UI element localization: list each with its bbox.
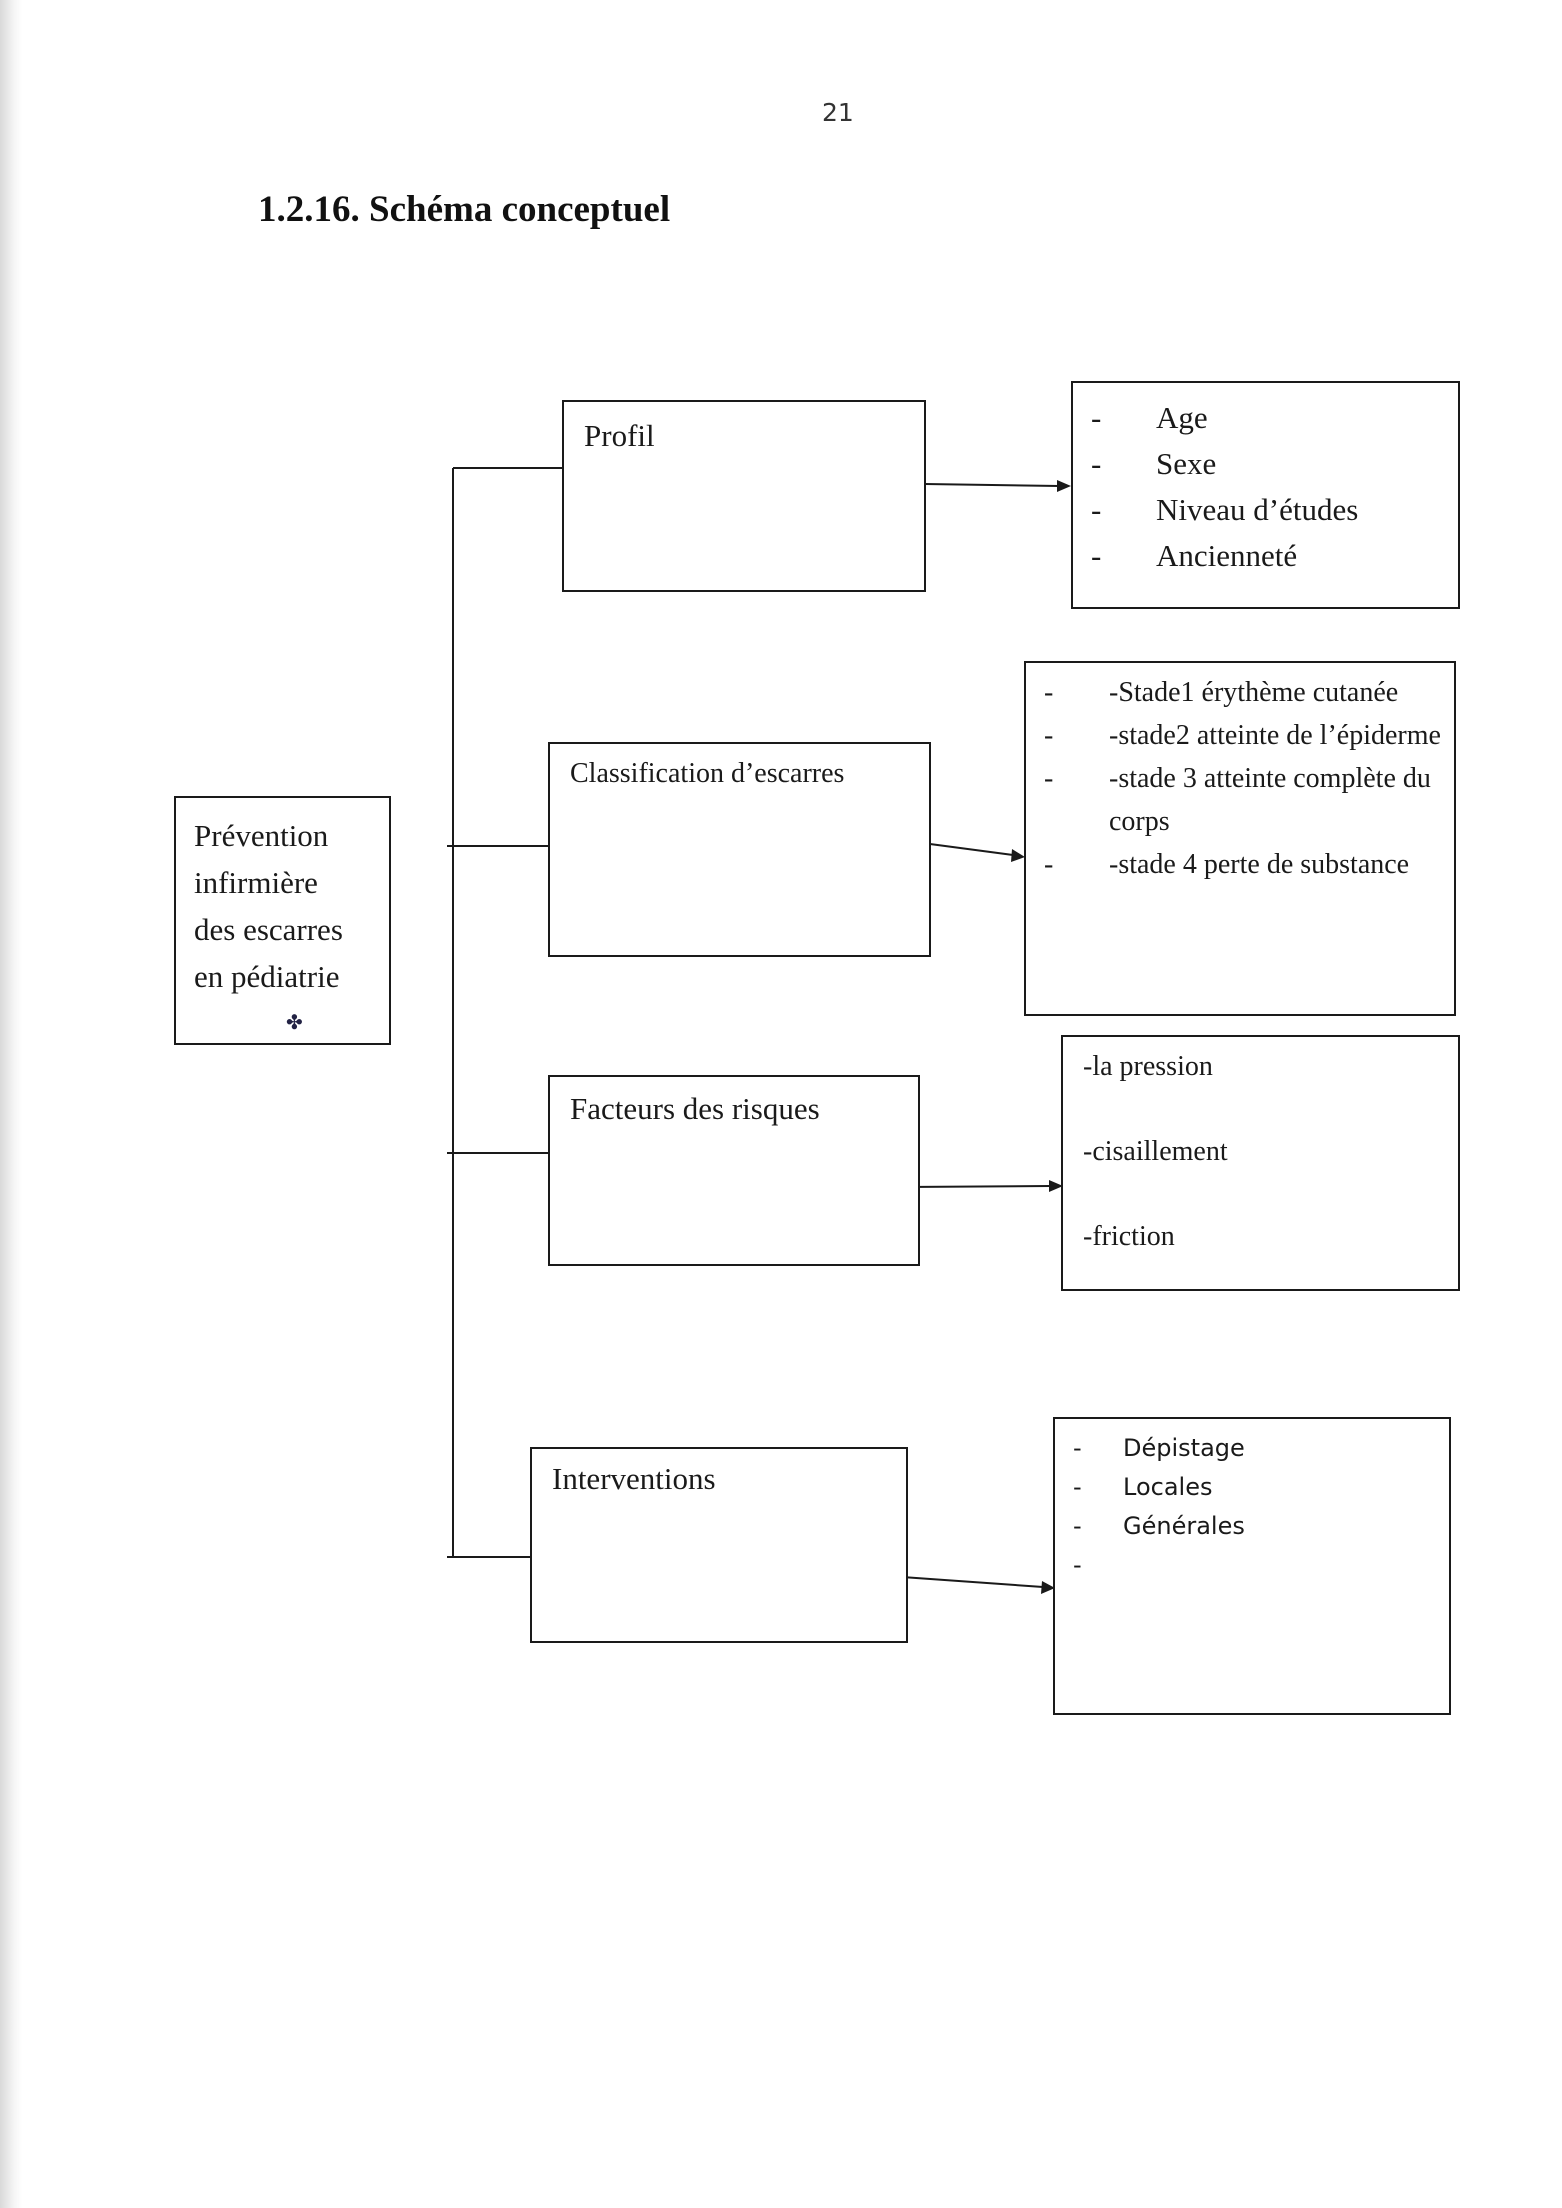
root-box: Prévention infirmière des escarres en pé… <box>174 796 391 1045</box>
bullet-dash: - <box>1044 720 1054 751</box>
arrowhead-classification <box>1011 849 1025 862</box>
arrowhead-interventions <box>1041 1581 1055 1594</box>
list-item-text: -stade2 atteinte de l’épiderme <box>1109 720 1441 751</box>
list-item: - Sexe <box>1091 441 1358 487</box>
bullet-dash: - <box>1044 677 1054 708</box>
category-box-interventions: Interventions <box>530 1447 908 1643</box>
list-item: - Niveau d’études <box>1091 487 1358 533</box>
bullet-dash: - <box>1073 1551 1082 1579</box>
list-item-text: -stade 4 perte de substance <box>1109 849 1410 880</box>
bullet-dash: - <box>1091 400 1102 435</box>
detail-list-facteurs: -la pression -cisaillement -friction <box>1083 1045 1228 1300</box>
list-item: - -stade2 atteinte de l’épiderme <box>1044 714 1459 757</box>
bullet-dash: - <box>1073 1512 1082 1540</box>
list-item-text: Niveau d’études <box>1156 492 1359 527</box>
list-item-text: Age <box>1156 400 1208 435</box>
category-title: Facteurs des risques <box>570 1091 820 1126</box>
list-item: -friction <box>1083 1215 1228 1300</box>
page-number: 21 <box>822 98 854 127</box>
arrow-line-classification <box>929 843 1014 856</box>
list-item: -cisaillement <box>1083 1130 1228 1215</box>
list-item-text: Dépistage <box>1123 1434 1245 1462</box>
bullet-dash: - <box>1091 446 1102 481</box>
root-line: infirmière <box>194 865 318 900</box>
category-box-facteurs: Facteurs des risques <box>548 1075 920 1266</box>
bullet-dash: - <box>1073 1473 1082 1501</box>
bullet-dash: - <box>1073 1434 1082 1462</box>
ink-mark-icon: ✤ <box>286 1012 303 1034</box>
section-heading: 1.2.16. Schéma conceptuel <box>258 189 671 230</box>
root-label: Prévention infirmière des escarres en pé… <box>194 812 343 1000</box>
list-item: - -stade 3 atteinte complète du corps <box>1044 757 1459 843</box>
list-item-text: Locales <box>1123 1473 1213 1501</box>
arrow-line-interventions <box>901 1576 1044 1588</box>
category-title: Profil <box>584 418 655 453</box>
arrow-line-facteurs <box>903 1185 1052 1188</box>
list-item: -la pression <box>1083 1045 1228 1130</box>
list-item-text: -stade 3 atteinte complète du corps <box>1109 763 1431 837</box>
detail-box-profil: - Age - Sexe - Niveau d’études - Ancienneté <box>1071 381 1460 609</box>
list-item-text: Ancienneté <box>1156 538 1298 573</box>
list-item-text: Sexe <box>1156 446 1217 481</box>
root-line: des escarres <box>194 912 343 947</box>
detail-box-classification: - -Stade1 érythème cutanée - -stade2 attei… <box>1024 661 1456 1016</box>
detail-box-interventions: - Dépistage - Locales - Générales - <box>1053 1417 1451 1715</box>
bullet-dash: - <box>1091 492 1102 527</box>
list-item: - <box>1073 1546 1245 1585</box>
list-item-text: -friction <box>1083 1221 1175 1252</box>
list-item-text: -Stade1 érythème cutanée <box>1109 677 1399 708</box>
detail-list-classification: - -Stade1 érythème cutanée - -stade2 attei… <box>1044 671 1459 886</box>
arrowhead-profil <box>1057 480 1071 492</box>
category-title: Classification d’escarres <box>570 758 845 789</box>
list-item: - Ancienneté <box>1091 533 1358 579</box>
arrow-line-profil <box>924 483 1060 487</box>
list-item: - Locales <box>1073 1468 1245 1507</box>
root-line: en pédiatrie <box>194 959 340 994</box>
bullet-dash: - <box>1044 849 1054 880</box>
list-item: - Age <box>1091 395 1358 441</box>
list-item-text: Générales <box>1123 1512 1245 1540</box>
scan-edge-shadow <box>0 0 22 2208</box>
root-line: Prévention <box>194 818 329 853</box>
bullet-dash: - <box>1091 538 1102 573</box>
category-box-profil: Profil <box>562 400 926 592</box>
list-item: - Dépistage <box>1073 1429 1245 1468</box>
category-title: Interventions <box>552 1461 716 1496</box>
list-item: - -Stade1 érythème cutanée <box>1044 671 1459 714</box>
list-item: - Générales <box>1073 1507 1245 1546</box>
category-box-classification: Classification d’escarres <box>548 742 931 957</box>
list-item-text: -la pression <box>1083 1051 1213 1082</box>
detail-list-interventions: - Dépistage - Locales - Générales - <box>1073 1429 1245 1585</box>
list-item-text: -cisaillement <box>1083 1136 1228 1167</box>
detail-box-facteurs: -la pression -cisaillement -friction <box>1061 1035 1460 1291</box>
bullet-dash: - <box>1044 763 1054 794</box>
list-item: - -stade 4 perte de substance <box>1044 843 1459 886</box>
arrowhead-facteurs <box>1049 1180 1063 1192</box>
detail-list-profil: - Age - Sexe - Niveau d’études - Ancienneté <box>1091 395 1358 579</box>
